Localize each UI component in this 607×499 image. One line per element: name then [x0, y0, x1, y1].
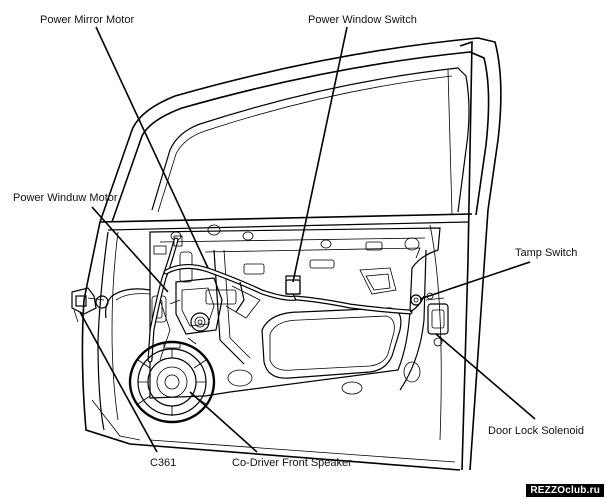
- power-window-switch: [285, 275, 301, 295]
- label-co-driver-front-speaker: Co-Driver Front Speaker: [232, 457, 352, 469]
- label-power-mirror-motor: Power Mirror Motor: [40, 14, 134, 26]
- wiring-harness: [105, 235, 425, 363]
- tamp-switch: [410, 294, 422, 306]
- leader-door-lock-solenoid: [435, 333, 536, 420]
- leader-power-mirror-motor: [95, 26, 209, 269]
- inner-panel: [149, 224, 441, 399]
- leader-c361: [79, 311, 158, 453]
- label-door-lock-solenoid: Door Lock Solenoid: [488, 425, 584, 437]
- label-c361: C361: [150, 457, 176, 469]
- c361-connector: [71, 287, 109, 323]
- label-power-window-switch: Power Window Switch: [308, 14, 417, 26]
- leader-power-window-switch: [292, 26, 348, 283]
- leader-tamp-switch: [419, 261, 531, 300]
- leader-co-driver-front-speaker: [189, 391, 258, 453]
- door-shell: [81, 37, 502, 471]
- power-window-motor: [151, 277, 261, 345]
- leader-power-window-motor: [91, 206, 169, 293]
- door-lock-solenoid: [425, 292, 449, 347]
- watermark-badge: REZZOclub.ru: [526, 484, 604, 497]
- co-driver-speaker: [128, 340, 216, 424]
- label-power-window-motor: Power Winduw Motor: [13, 192, 118, 204]
- leader-lines: [79, 26, 536, 453]
- label-tamp-switch: Tamp Switch: [515, 247, 577, 259]
